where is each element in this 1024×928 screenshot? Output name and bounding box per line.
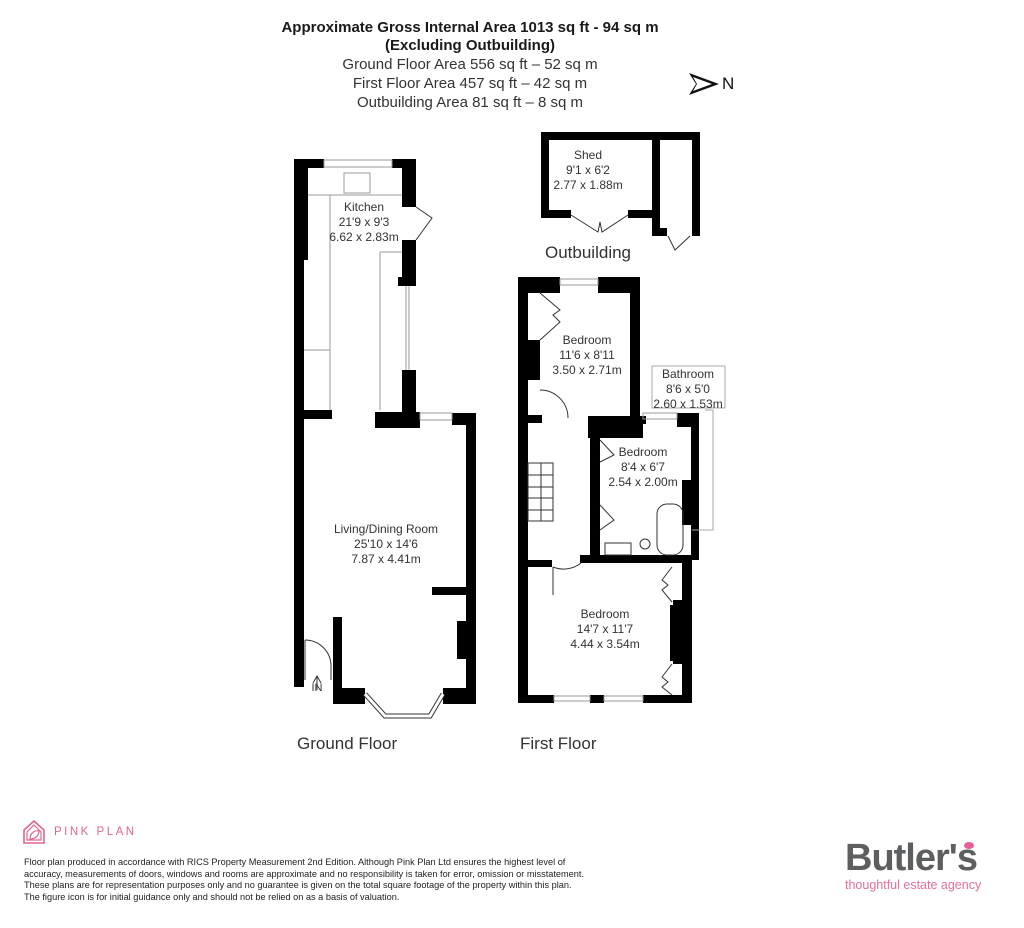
room-bathroom: Bathroom 8'6 x 5'0 2.60 x 1.53m [653,367,722,412]
north-arrow-icon [689,73,719,95]
room-size-metric: 2.60 x 1.53m [653,397,723,411]
room-size-metric: 6.62 x 2.83m [329,230,399,244]
room-name: Shed [573,148,603,162]
first-floor-walls [518,277,699,703]
ground-floor-area: Ground Floor Area 556 sq ft – 52 sq m [342,56,598,73]
room-living-dining: Living/Dining Room 25'10 x 14'6 7.87 x 4… [334,522,438,567]
room-bedroom-3: Bedroom 14'7 x 11'7 4.44 x 3.54m [570,607,639,652]
room-name: Kitchen [343,200,385,214]
butlers-logo: Butler's thoughtful estate agency [845,838,981,892]
room-name: Bedroom [618,445,668,459]
agent-name: Butler's [845,837,978,879]
room-size-metric: 2.54 x 2.00m [608,475,678,489]
pink-plan-brand: PINK PLAN [54,826,137,838]
disclaimer-text: Floor plan produced in accordance with R… [24,857,585,903]
room-size-metric: 7.87 x 4.41m [351,552,421,566]
room-name: Bedroom [580,607,630,621]
room-size-imperial: 9'1 x 6'2 [566,163,610,177]
room-kitchen: Kitchen 21'9 x 9'3 6.62 x 2.83m [329,200,398,245]
room-size-metric: 3.50 x 2.71m [552,363,622,377]
ground-floor-label: Ground Floor [297,734,398,753]
entrance-label: IN [311,682,323,694]
room-name: Bathroom [661,367,715,381]
room-size-imperial: 14'7 x 11'7 [576,622,634,636]
outbuilding-walls [541,132,700,236]
gross-area-title: Approximate Gross Internal Area 1013 sq … [281,19,659,36]
first-floor-label: First Floor [520,734,597,753]
room-size-imperial: 21'9 x 9'3 [338,215,390,229]
north-label: N [722,74,735,93]
room-name: Living/Dining Room [333,522,439,536]
outbuilding-label: Outbuilding [545,243,632,262]
room-size-imperial: 8'4 x 6'7 [621,460,665,474]
room-size-metric: 4.44 x 3.54m [570,637,640,651]
house-leaf-icon [23,819,45,844]
ground-floor-fixtures [304,159,453,719]
first-floor-fixtures [527,278,726,702]
agent-tagline: thoughtful estate agency [845,878,982,892]
ground-floor-walls [294,159,476,704]
room-shed: Shed 9'1 x 6'2 2.77 x 1.88m [553,148,622,193]
room-size-imperial: 8'6 x 5'0 [666,382,710,396]
room-bedroom-1: Bedroom 11'6 x 8'11 3.50 x 2.71m [552,333,621,378]
outbuilding-area: Outbuilding Area 81 sq ft – 8 sq m [357,94,583,111]
room-name: Bedroom [562,333,612,347]
compass: N [688,72,734,96]
apostrophe-dot-icon [964,842,974,849]
room-size-metric: 2.77 x 1.88m [553,178,623,192]
room-bedroom-2: Bedroom 8'4 x 6'7 2.54 x 2.00m [608,445,677,490]
gross-area-note: (Excluding Outbuilding) [385,37,555,54]
room-size-imperial: 25'10 x 14'6 [354,537,418,551]
first-floor-area: First Floor Area 457 sq ft – 42 sq m [352,75,588,92]
pink-plan-logo: PINK PLAN [22,819,137,845]
room-size-imperial: 11'6 x 8'11 [559,348,615,362]
